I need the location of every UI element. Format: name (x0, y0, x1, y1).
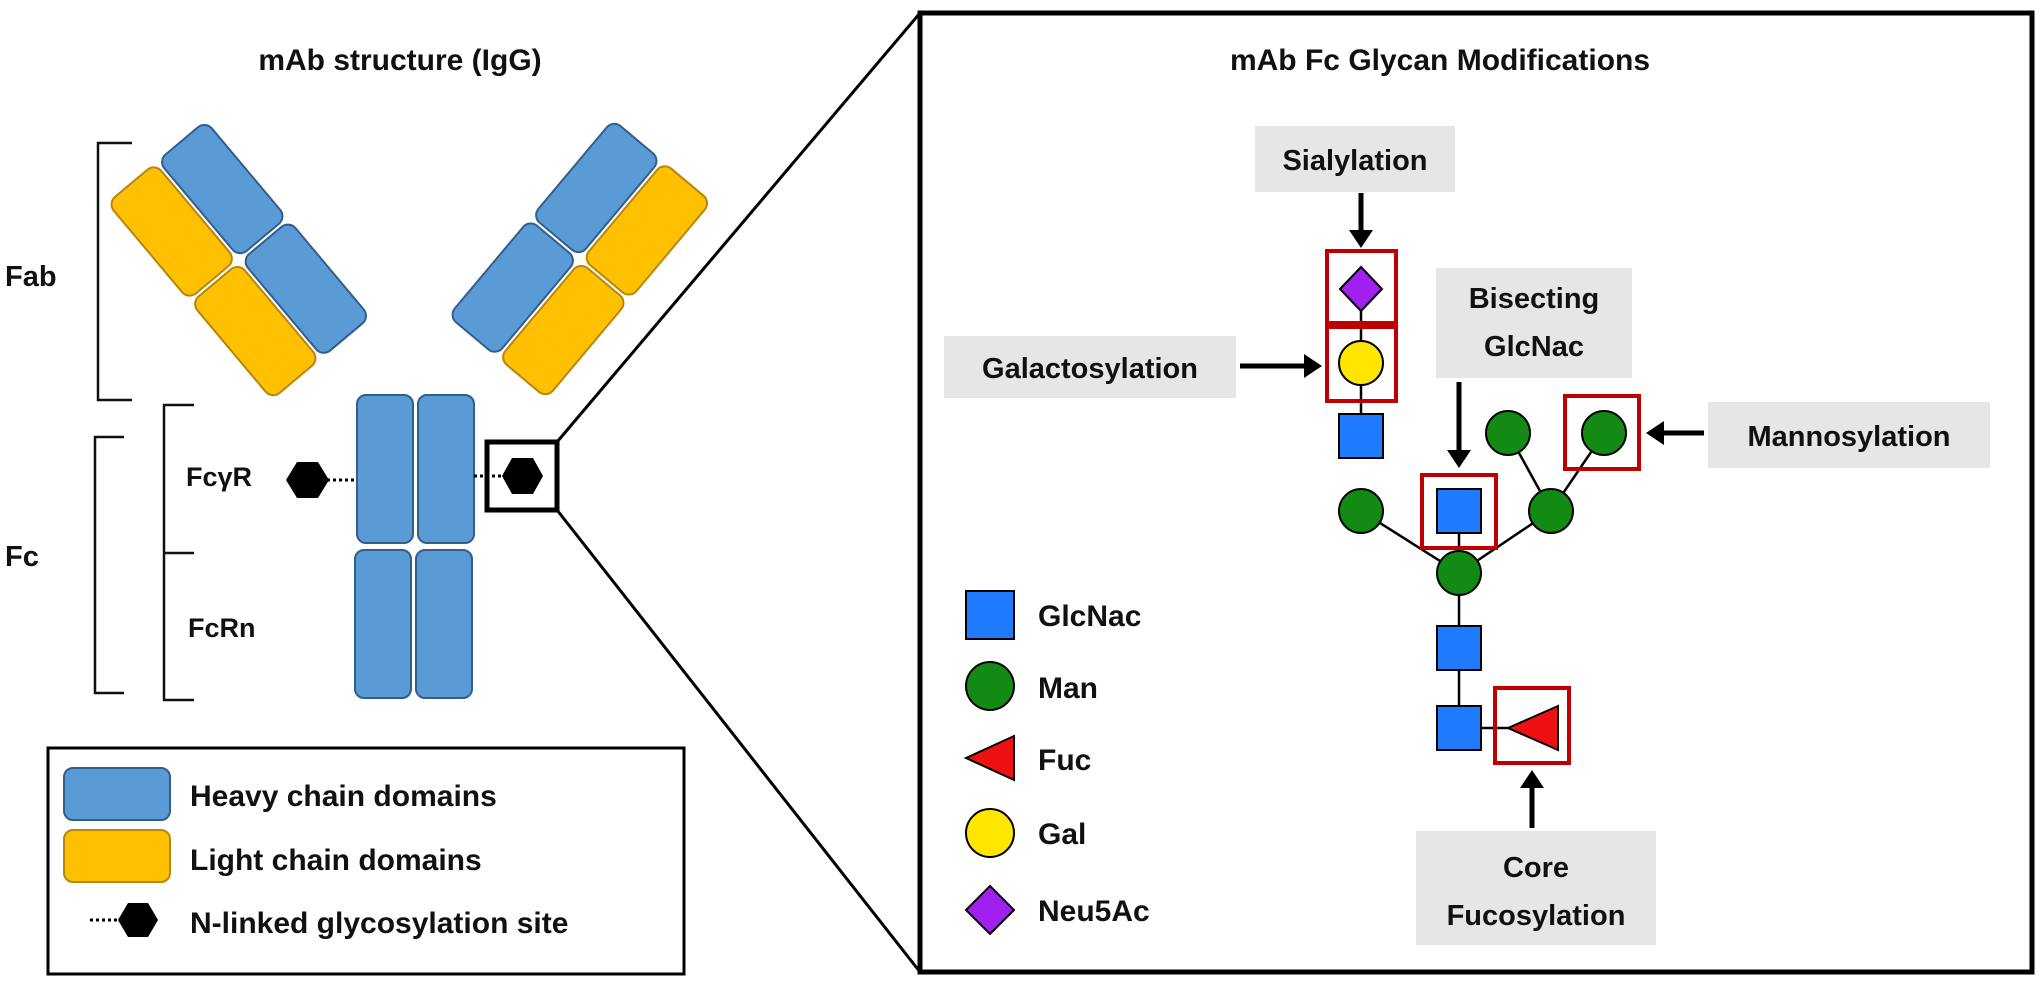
zoom-line-bottom (555, 509, 922, 973)
fc-ch2-domain-right (417, 394, 475, 544)
bisecting-label-line2: GlcNac (1484, 331, 1584, 363)
legend-glcnac-icon (965, 590, 1015, 640)
mannose-circle-alpha6 (1528, 488, 1574, 534)
light-chain-domain (194, 266, 317, 397)
right-panel-title: mAb Fc Glycan Modifications (1230, 44, 1650, 77)
legend-heavy-chain-label: Heavy chain domains (190, 780, 497, 813)
domain-legend: Heavy chain domains Light chain domains … (46, 746, 686, 976)
bisecting-label-line1: Bisecting (1469, 283, 1600, 315)
sialylation-arrowhead (1349, 230, 1373, 248)
mannose-circle-alpha3 (1338, 488, 1384, 534)
fc-ch3-domain-right (415, 549, 473, 699)
heavy-chain-domain (451, 222, 574, 353)
core-fucose-highlight-box (1493, 686, 1571, 765)
antibody-structure-panel: mAb structure (IgG) Fab Fc FcγR FcRn (5, 12, 922, 973)
light-chain-swatch (63, 829, 171, 883)
callout-arrows (1240, 193, 1704, 828)
modification-highlights (1325, 249, 1641, 765)
right-panel-border (917, 10, 2035, 975)
n-glycosylation-site-icon (502, 458, 543, 494)
zoom-line-top (555, 12, 922, 443)
glycan-zoom-box (484, 439, 560, 513)
light-chain-domain (502, 264, 625, 396)
light-chain-domain (585, 165, 709, 296)
fcgr-label: FcγR (186, 462, 252, 492)
galactosylation-label: Galactosylation (982, 353, 1198, 385)
fc-brace (93, 435, 124, 695)
heavy-chain-domain (244, 223, 367, 354)
galactosylation-callout (944, 336, 1236, 398)
legend-gal-icon (965, 808, 1015, 858)
galactosylation-arrowhead (1304, 354, 1322, 378)
neu5ac-diamond (1338, 265, 1384, 313)
fucose-triangle (1505, 704, 1559, 752)
light-chain-domain (110, 166, 233, 297)
sialic-acid-highlight-box (1325, 249, 1398, 325)
terminal-mannose-highlight-box (1563, 394, 1641, 471)
fab-arm-right (451, 122, 709, 396)
glcnac-square-core-lower (1436, 705, 1482, 751)
glycan-legend: GlcNac Man Fuc Gal Neu5Ac (963, 590, 1150, 936)
legend-neu5ac-icon (964, 884, 1016, 936)
galactose-highlight-box (1325, 325, 1398, 403)
bisecting-glcnac-highlight-box (1420, 473, 1498, 550)
glcnac-square-bisecting (1436, 488, 1482, 534)
legend-glycosylation-icon (118, 903, 158, 937)
legend-fuc-icon (963, 734, 1015, 782)
n-glycosylation-site-icon (286, 462, 329, 498)
core-fucosylation-callout (1416, 831, 1656, 945)
fc-ch2-domain-left (356, 394, 414, 544)
mannose-circle-branch (1485, 410, 1531, 456)
left-panel-title: mAb structure (IgG) (258, 44, 541, 77)
fab-arm-left (110, 123, 367, 397)
legend-glycosylation-label: N-linked glycosylation site (190, 907, 568, 940)
bisecting-arrowhead (1447, 450, 1471, 468)
core-fuc-arrowhead (1520, 770, 1544, 788)
mannosylation-arrowhead (1646, 421, 1664, 445)
glcnac-square-antenna (1338, 413, 1384, 459)
sialylation-callout (1255, 126, 1455, 192)
glycan-modifications-panel: mAb Fc Glycan Modifications Sialylation … (917, 10, 2035, 975)
core-fuc-label-line2: Fucosylation (1447, 900, 1626, 932)
fab-brace (96, 141, 132, 402)
galactose-circle (1338, 340, 1384, 386)
fab-label: Fab (5, 261, 57, 293)
mannose-circle-terminal (1581, 410, 1627, 456)
mannosylation-callout (1708, 402, 1990, 468)
fcrn-label: FcRn (188, 613, 256, 643)
fc-receptor-bracket (162, 403, 194, 702)
heavy-chain-domain (535, 122, 658, 254)
legend-gal-label: Gal (1038, 818, 1086, 851)
legend-fuc-label: Fuc (1038, 744, 1091, 777)
legend-light-chain-label: Light chain domains (190, 844, 482, 877)
legend-neu5ac-label: Neu5Ac (1038, 895, 1150, 928)
heavy-chain-domain (161, 123, 284, 255)
core-fuc-label-line1: Core (1503, 852, 1569, 884)
fc-ch3-domain-left (354, 549, 412, 699)
mannose-circle-core (1436, 550, 1482, 596)
legend-man-label: Man (1038, 672, 1098, 705)
glcnac-square-core-upper (1436, 625, 1482, 671)
bisecting-glcnac-callout (1436, 268, 1632, 378)
sialylation-label: Sialylation (1282, 145, 1427, 177)
mannosylation-label: Mannosylation (1747, 421, 1950, 453)
legend-man-icon (965, 661, 1015, 711)
legend-glcnac-label: GlcNac (1038, 600, 1141, 633)
fc-label: Fc (5, 541, 39, 573)
heavy-chain-swatch (63, 767, 171, 821)
